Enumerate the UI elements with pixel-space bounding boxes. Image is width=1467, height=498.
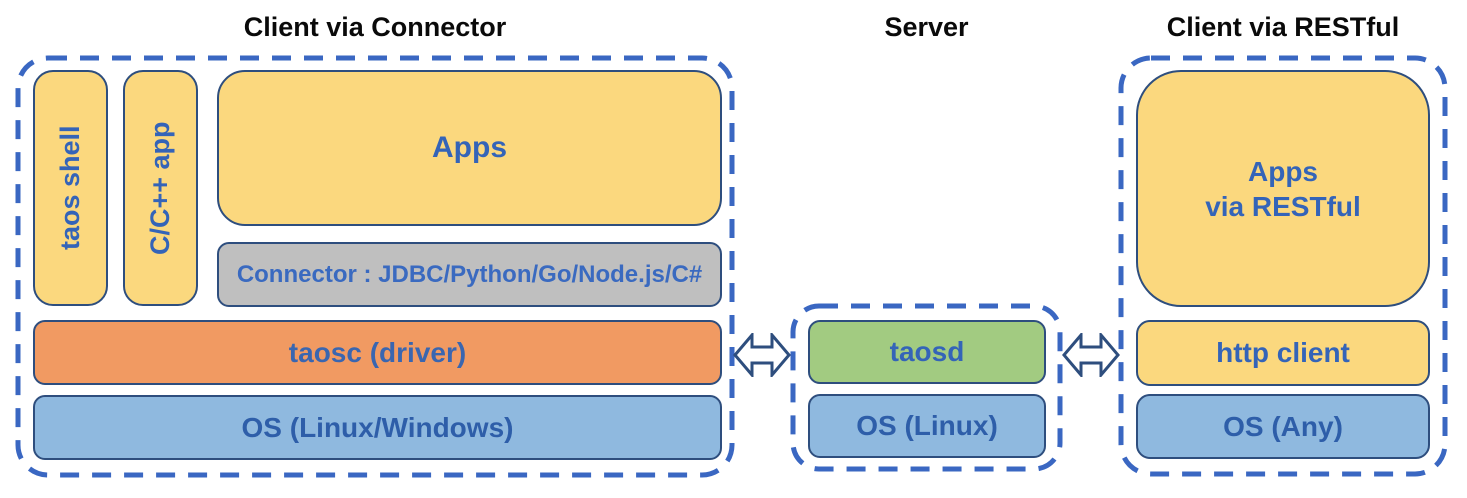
os-linux-windows-box: OS (Linux/Windows) bbox=[33, 395, 722, 460]
taosd-box: taosd bbox=[808, 320, 1046, 384]
server-group-border bbox=[790, 303, 1063, 472]
apps-via-restful-box: Apps via RESTful bbox=[1136, 70, 1430, 307]
section-title-server: Server bbox=[884, 12, 969, 42]
connector-jdbc-box: Connector : JDBC/Python/Go/Node.js/C# bbox=[217, 242, 722, 307]
os-any-box: OS (Any) bbox=[1136, 394, 1430, 459]
connector-client-group-border bbox=[15, 55, 735, 478]
apps-box: Apps bbox=[217, 70, 722, 226]
taos-shell-box: taos shell bbox=[33, 70, 108, 306]
bidirectional-arrow-icon bbox=[1062, 333, 1120, 377]
bidirectional-arrow-icon bbox=[733, 333, 791, 377]
os-linux-box: OS (Linux) bbox=[808, 394, 1046, 458]
c-cpp-app-box: C/C++ app bbox=[123, 70, 198, 306]
taosc-driver-box: taosc (driver) bbox=[33, 320, 722, 385]
apps-via-restful-line1: Apps bbox=[1248, 155, 1318, 187]
apps-via-restful-line2: via RESTful bbox=[1205, 190, 1361, 222]
section-title-client-via-restful: Client via RESTful bbox=[1166, 12, 1400, 42]
http-client-box: http client bbox=[1136, 320, 1430, 386]
restful-client-group-border bbox=[1118, 55, 1448, 477]
section-title-client-via-connector: Client via Connector bbox=[243, 12, 507, 42]
